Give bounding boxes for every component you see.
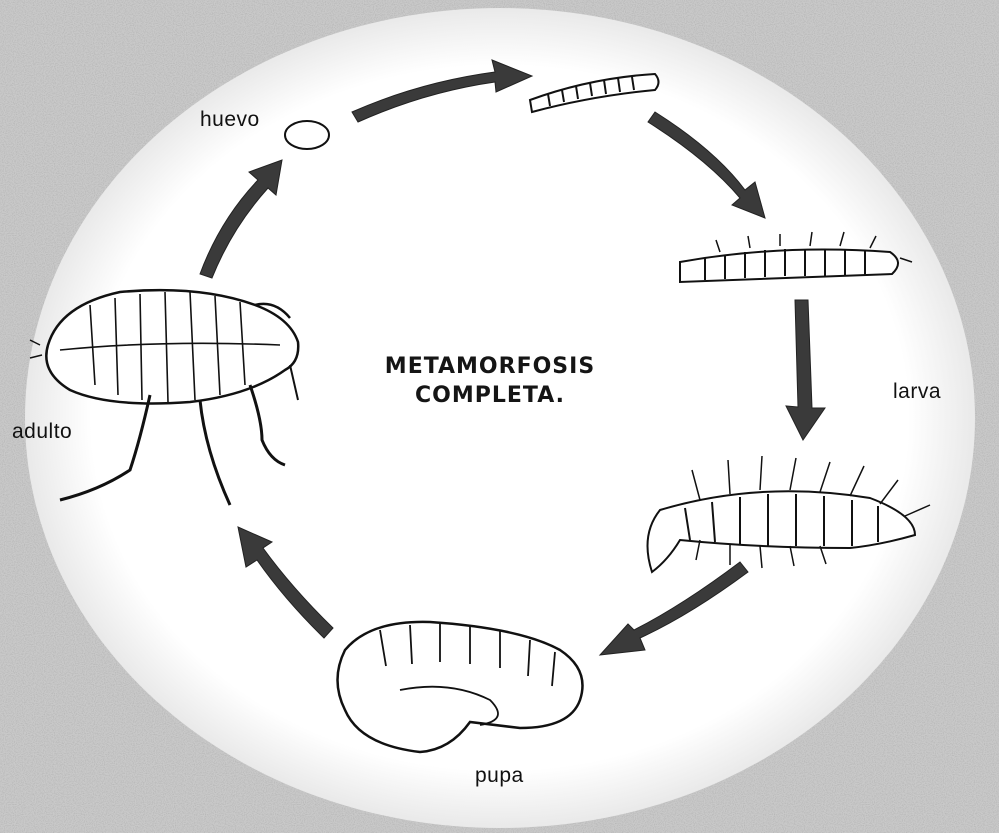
egg-icon xyxy=(285,121,329,149)
title-line-2: COMPLETA. xyxy=(360,381,620,410)
diagram-title: METAMORFOSIS COMPLETA. xyxy=(360,352,620,410)
label-adult: adulto xyxy=(12,420,72,444)
label-larva: larva xyxy=(893,380,941,404)
label-egg: huevo xyxy=(200,108,260,132)
title-line-1: METAMORFOSIS xyxy=(360,352,620,381)
label-pupa: pupa xyxy=(475,764,524,788)
